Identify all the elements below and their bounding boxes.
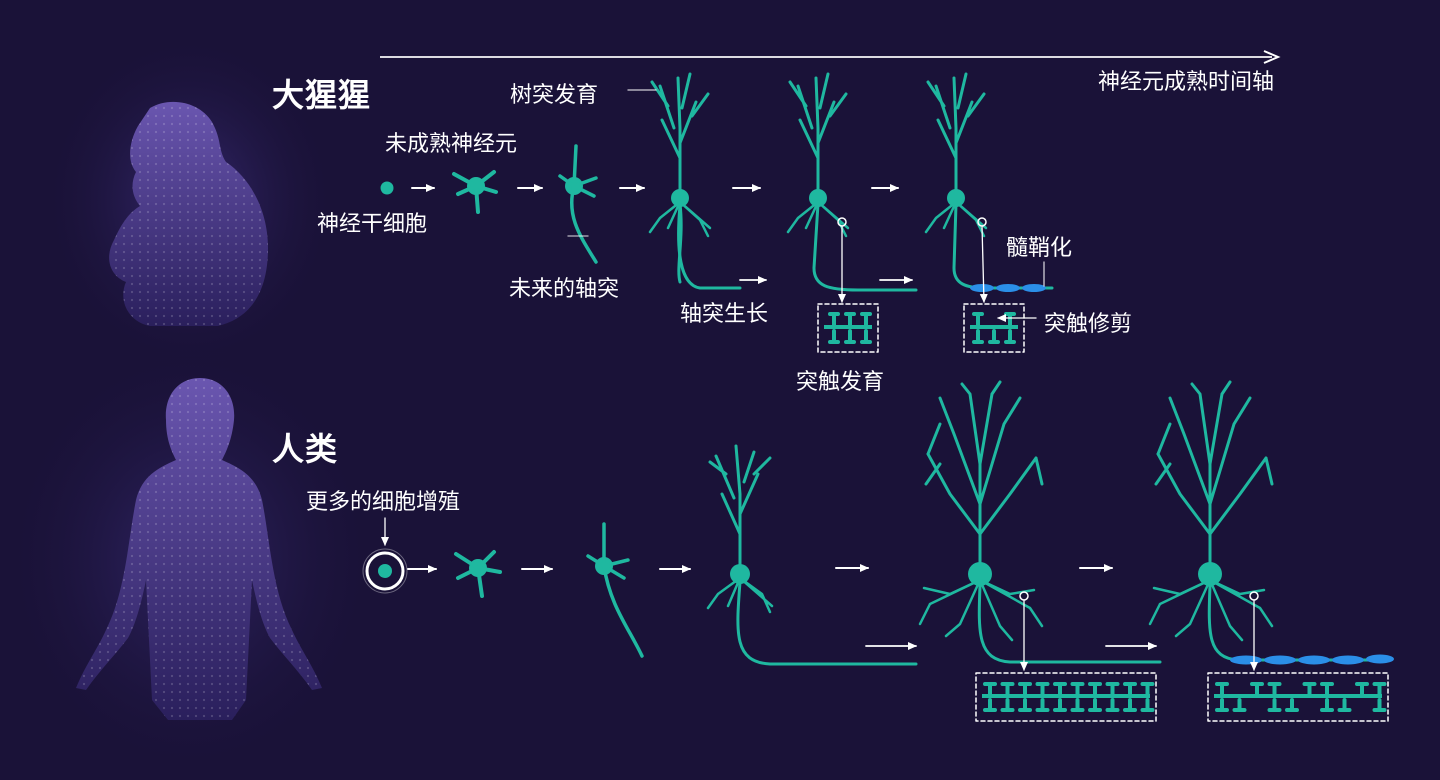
- synapse-top: [1215, 682, 1229, 696]
- synapse-top: [1267, 682, 1282, 696]
- synapse-top: [1372, 682, 1387, 696]
- ape-stem-cell: [380, 181, 394, 195]
- label-synapse-pruning: 突触修剪: [1044, 312, 1133, 337]
- human-sequence: [362, 380, 1394, 722]
- synapse-bottom: [1035, 698, 1050, 712]
- synapse-bottom: [1215, 698, 1229, 712]
- human-neuron-future-axon: [586, 522, 644, 658]
- synapse-bottom: [1140, 698, 1155, 712]
- synapse-top: [1105, 682, 1120, 696]
- synapse-bottom: [1088, 698, 1102, 712]
- synapse-top: [1250, 682, 1264, 696]
- human-immature-neuron: [454, 550, 502, 598]
- human-silhouette-icon: [76, 378, 322, 720]
- synapse-bottom: [1105, 698, 1120, 712]
- synapse-top: [1018, 682, 1032, 696]
- human-stem-cell: [362, 548, 408, 594]
- synapse-bottom: [1053, 698, 1067, 712]
- human-neuron-axon-growth: [918, 380, 1162, 664]
- timeline-label: 神经元成熟时间轴: [1098, 70, 1275, 95]
- human-synapse-pruning-box: [1207, 672, 1389, 722]
- synapse-top: [1070, 682, 1085, 696]
- ape-neuron-axon-growth: [786, 72, 918, 292]
- synapse-bottom: [1337, 698, 1352, 712]
- synapse-top: [1035, 682, 1050, 696]
- synapse-bottom: [983, 698, 997, 712]
- synapse-bottom: [1320, 698, 1334, 712]
- human-neuron-dendrites: [706, 444, 918, 666]
- timeline-axis: [380, 50, 1281, 64]
- label-axon-growth: 轴突生长: [680, 302, 769, 327]
- synapse-top: [1320, 682, 1334, 696]
- synapse-top: [1000, 682, 1015, 696]
- synapse-bottom: [1070, 698, 1085, 712]
- human-synapse-dev-box: [975, 672, 1157, 722]
- ape-myelin-sheath: [970, 284, 1046, 292]
- synapse-bottom: [1123, 698, 1137, 712]
- synapse-bottom: [1267, 698, 1282, 712]
- synapse-bottom: [1372, 698, 1387, 712]
- ape-neuron-future-axon: [558, 144, 598, 264]
- synapse-top: [1355, 682, 1369, 696]
- gorilla-silhouette-icon: [109, 101, 268, 326]
- label-stem-cell: 神经干细胞: [317, 212, 428, 237]
- human-title: 人类: [272, 430, 339, 468]
- ape-synapse-pruning-box: [963, 303, 1025, 353]
- ape-synapse-dev-box: [817, 303, 879, 353]
- synapse-top: [1140, 682, 1155, 696]
- ape-immature-neuron: [452, 170, 498, 214]
- synapse-top: [1053, 682, 1067, 696]
- label-immature-neuron: 未成熟神经元: [385, 132, 518, 157]
- label-myelination: 髓鞘化: [1006, 236, 1073, 261]
- synapse-bottom: [1232, 698, 1247, 712]
- synapse-top: [983, 682, 997, 696]
- label-synapse-dev: 突触发育: [796, 370, 885, 395]
- synapse-top: [1123, 682, 1137, 696]
- label-dendrite-dev: 树突发育: [510, 83, 599, 108]
- ape-sequence: [380, 72, 1054, 353]
- synapse-bottom: [1018, 698, 1032, 712]
- label-future-axon: 未来的轴突: [509, 277, 620, 302]
- label-more-proliferation: 更多的细胞增殖: [306, 490, 461, 515]
- synapse-bottom: [1285, 698, 1299, 712]
- synapse-bottom: [1000, 698, 1015, 712]
- human-neuron-myelinated: [1148, 380, 1392, 662]
- synapse-top: [1302, 682, 1317, 696]
- synapse-top: [1088, 682, 1102, 696]
- ape-title: 大猩猩: [272, 76, 372, 114]
